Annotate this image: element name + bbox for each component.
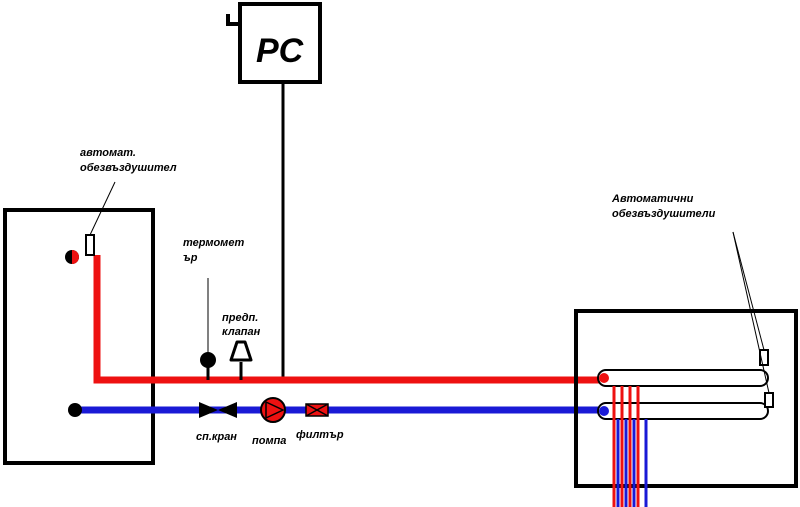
air-vent-icon (85, 234, 95, 256)
auto-air-vents-label-1: Автоматични (611, 193, 694, 205)
pump-label: помпа (252, 435, 286, 447)
distribution-pipes (612, 386, 648, 507)
safety-valve-label-2: клапан (222, 326, 261, 338)
heat-exchanger-icon (574, 309, 798, 488)
pc-label: PC (256, 32, 304, 70)
thermometer-label-2: ър (183, 252, 198, 264)
filter-label: филтър (296, 429, 344, 441)
pump-icon (260, 397, 286, 423)
filter-icon (305, 403, 329, 417)
boiler-icon (3, 208, 155, 465)
safety-valve-icon (229, 340, 253, 380)
boiler-air-vent-label-2: обезвъздушител (80, 162, 177, 174)
manifold-loops (597, 369, 769, 420)
boiler-air-vent-label-1: автомат. (80, 147, 136, 159)
safety-valve-label-1: предп. (222, 312, 258, 324)
pc-controller-icon: PC (226, 2, 322, 84)
hot-supply-pipe (93, 255, 600, 384)
auto-air-vents-label-2: обезвъздушители (612, 208, 716, 220)
thermometer-label-1: термомет (183, 237, 244, 249)
thermometer-icon (200, 278, 216, 380)
shutoff-valve-label: сп.кран (196, 431, 237, 443)
shutoff-valve-icon (199, 402, 237, 418)
boiler-cold-inlet-icon (68, 403, 82, 417)
air-vent-icon (764, 392, 774, 408)
